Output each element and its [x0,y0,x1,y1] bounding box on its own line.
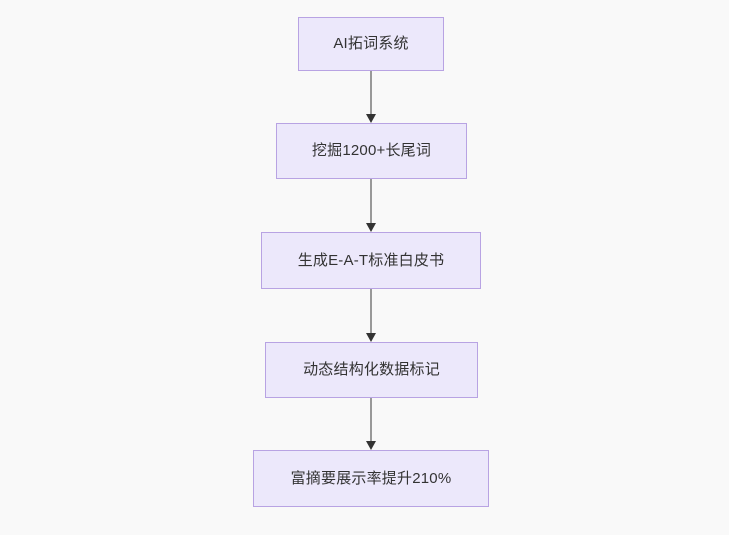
arrowhead-down-icon [366,333,376,342]
flow-node-ai-keyword-system[interactable]: AI拓词系统 [298,17,444,71]
arrowhead-down-icon [366,223,376,232]
flow-node-rich-snippet-rate-increase[interactable]: 富摘要展示率提升210% [253,450,489,507]
edge-line [370,289,372,333]
flow-node-mine-longtail-keywords[interactable]: 挖掘1200+长尾词 [276,123,467,179]
edge-line [370,71,372,114]
edge-line [370,398,372,441]
arrowhead-down-icon [366,441,376,450]
flow-node-dynamic-structured-data-markup[interactable]: 动态结构化数据标记 [265,342,478,398]
flow-node-label: 富摘要展示率提升210% [290,469,452,487]
flow-node-generate-eat-whitepaper[interactable]: 生成E-A-T标准白皮书 [261,232,481,289]
flow-node-label: AI拓词系统 [333,35,409,52]
edge-line [370,179,372,223]
arrowhead-down-icon [366,114,376,123]
flow-node-label: 生成E-A-T标准白皮书 [297,251,445,269]
flow-node-label: 动态结构化数据标记 [303,361,440,378]
flow-node-label: 挖掘1200+长尾词 [311,142,432,159]
